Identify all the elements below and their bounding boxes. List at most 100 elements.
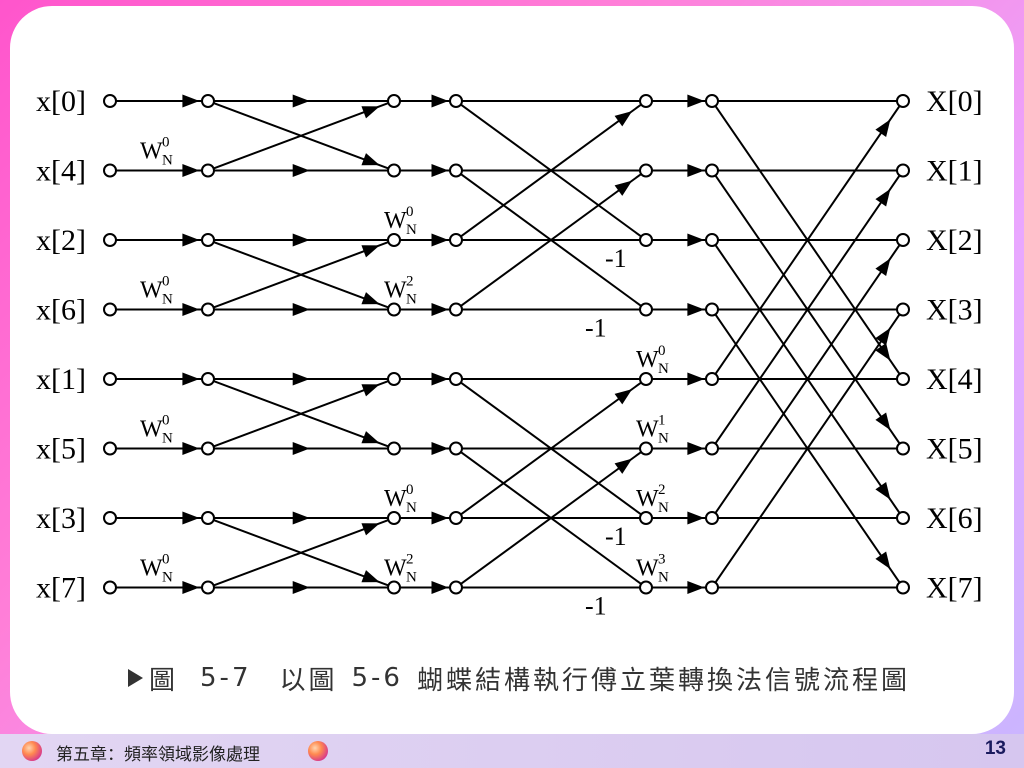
link-edge-arrow [687, 164, 705, 177]
negative-one-label: -1 [585, 314, 607, 343]
stage1-cross-edge [213, 102, 389, 170]
twiddle-exponent: 0 [406, 482, 414, 498]
node [103, 372, 117, 386]
node [201, 441, 215, 456]
butterfly-flow-diagram: x[0]x[4]x[2]x[6]x[1]x[5]x[3]x[7]X[0]X[1]… [36, 85, 983, 621]
twiddle-subscript: N [658, 361, 669, 377]
link-edge-arrow [431, 233, 449, 247]
twiddle-base: W [384, 278, 407, 304]
node [103, 233, 117, 247]
twiddle-subscript: N [162, 570, 173, 586]
input-label: x[7] [36, 572, 86, 605]
stage1-cross-edge-arrow [361, 292, 380, 305]
stage2-cross-edge [460, 451, 642, 585]
node [639, 94, 653, 108]
node [449, 233, 463, 247]
node [103, 441, 117, 456]
twiddle-exponent: 0 [162, 274, 170, 290]
node [705, 511, 719, 525]
stage1-cross-edge-arrow [361, 384, 380, 397]
twiddle-subscript: N [658, 570, 669, 586]
node [705, 372, 719, 386]
node [103, 511, 117, 525]
node [201, 580, 215, 595]
twiddle-subscript: N [406, 222, 417, 238]
stage1-cross-edge-arrow [361, 106, 380, 119]
stage1-cross-edge-arrow [361, 431, 380, 444]
negative-one-label: -1 [605, 522, 627, 551]
node [387, 94, 401, 108]
twiddle-base: W [636, 486, 659, 512]
bullet-ball-icon [22, 741, 42, 761]
twiddle-base: W [140, 278, 163, 304]
node [639, 441, 653, 456]
input-label: x[2] [36, 224, 86, 257]
node [449, 441, 463, 456]
link-edge-arrow [687, 442, 705, 455]
output-label: X[1] [926, 155, 983, 188]
node [449, 163, 463, 178]
node [705, 163, 719, 178]
node [639, 302, 653, 317]
node [896, 163, 910, 178]
node [387, 302, 401, 317]
input-edge-arrow [182, 442, 200, 455]
twiddle-base: W [636, 556, 659, 582]
input-label: x[6] [36, 294, 86, 327]
caption-ref-number: 5-6 [351, 663, 403, 693]
twiddle-subscript: N [658, 500, 669, 516]
node [639, 511, 653, 525]
stage1-straight-edge-arrow [292, 442, 310, 455]
node [896, 302, 910, 317]
node [705, 302, 719, 317]
link-edge-arrow [431, 581, 449, 594]
chapter-title: 第五章：頻率領域影像處理 [56, 745, 260, 765]
caption-text-b: 蝴蝶結構執行傅立葉轉換法信號流程圖 [416, 665, 910, 696]
node [103, 580, 117, 595]
caption-bullet-icon [128, 669, 143, 687]
node [449, 372, 463, 386]
stage2-cross-edge-arrow [614, 111, 633, 127]
page-number: 13 [984, 738, 1006, 759]
signal-edges [116, 100, 901, 589]
stage3-cross-edge [714, 313, 901, 584]
node [896, 441, 910, 456]
input-label: x[0] [36, 85, 86, 118]
nodes [103, 94, 910, 595]
node [103, 163, 117, 178]
twiddle-base: W [384, 208, 407, 234]
twiddle-exponent: 2 [406, 274, 414, 290]
node [896, 580, 910, 595]
stage3-cross-edge-arrow [875, 342, 891, 361]
node [705, 441, 719, 456]
input-edge-arrow [182, 303, 200, 316]
output-label: X[7] [926, 572, 983, 605]
link-edge-arrow [687, 233, 705, 247]
node [387, 163, 401, 178]
twiddle-exponent: 0 [658, 343, 666, 359]
stage2-cross-edge [460, 103, 642, 238]
input-label: x[3] [36, 502, 86, 535]
input-edge-arrow [182, 581, 200, 594]
node [201, 163, 215, 178]
node [639, 580, 653, 595]
node [201, 511, 215, 525]
input-label: x[4] [36, 155, 86, 188]
node [449, 511, 463, 525]
node [896, 233, 910, 247]
twiddle-exponent: 2 [658, 482, 666, 498]
stage1-straight-edge-arrow [292, 164, 310, 177]
twiddle-subscript: N [658, 431, 669, 447]
footer: 第五章：頻率領域影像處理 13 [0, 734, 1024, 768]
twiddle-subscript: N [162, 292, 173, 308]
twiddle-exponent: 0 [406, 204, 414, 220]
stage2-cross-edge-arrow [614, 180, 633, 196]
stage3-cross-edge-arrow [875, 188, 891, 207]
bullet-ball-icon [308, 741, 328, 761]
